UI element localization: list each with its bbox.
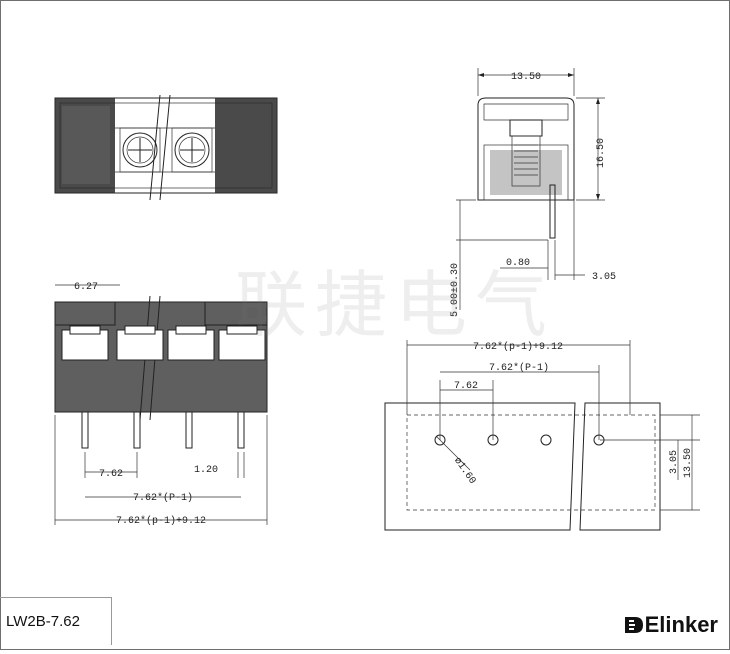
dim-pin-offset: 0.80: [506, 258, 530, 269]
pcb-hole-icon: [540, 434, 552, 446]
dim-front-span: 7.62*(P-1): [133, 492, 193, 504]
terminal-icon: [218, 325, 266, 361]
model-label: LW2B-7.62: [0, 597, 112, 645]
dim-pcb-pitch: 7.62: [454, 381, 478, 392]
elinker-logo-icon: [624, 617, 643, 633]
dim-pcb-total: 7.62*(p-1)+9.12: [473, 341, 563, 353]
brand: Elinker: [623, 612, 718, 638]
side-view: [456, 68, 605, 310]
dim-front-pitch: 7.62: [99, 469, 123, 480]
terminal-icon: [61, 325, 109, 361]
dim-pcb-row-offset: 3.05: [669, 450, 680, 474]
terminal-icon: [167, 325, 215, 361]
dim-side-width: 13.50: [511, 72, 541, 83]
pcb-layout: [384, 340, 700, 531]
dim-front-total: 7.62*(p-1)+9.12: [116, 515, 206, 527]
top-view: [54, 94, 278, 201]
screw-icon: [171, 127, 213, 173]
terminal-icon: [116, 325, 164, 361]
dim-hole-dia: ø1.60: [451, 456, 477, 487]
brand-name: Elinker: [644, 612, 718, 637]
dim-pin-tail: 5.00±0.30: [450, 263, 461, 317]
dim-side-height: 16.50: [596, 138, 607, 168]
front-view: [54, 284, 268, 525]
dim-pcb-depth: 13.50: [683, 448, 694, 478]
dim-pcb-span: 7.62*(P-1): [489, 362, 549, 374]
screw-icon: [119, 127, 161, 173]
dim-pin-width: 1.20: [194, 465, 218, 476]
dim-front-offset: 6.27: [74, 282, 98, 293]
dim-pin-back: 3.05: [592, 272, 616, 283]
